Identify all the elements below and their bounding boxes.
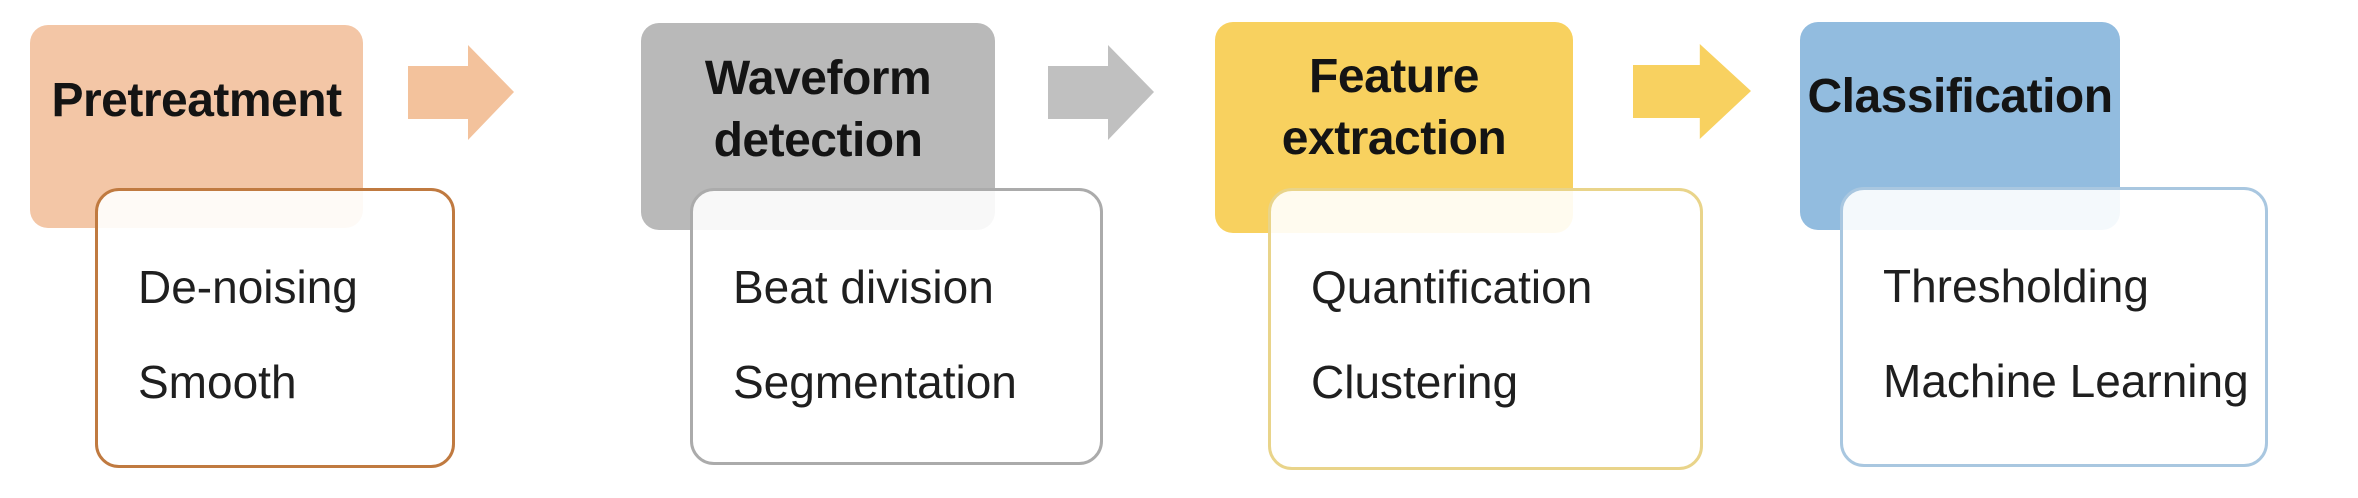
- stage-detail-item: Quantification: [1311, 261, 1593, 313]
- stage-detail-box-pretreatment: De-noising Smooth: [95, 188, 455, 468]
- stage-title: Classification: [1807, 70, 2113, 123]
- stage-detail-item: Machine Learning: [1883, 355, 2249, 407]
- stage-detail-item: Clustering: [1311, 356, 1519, 408]
- arrow-right-icon: [1633, 44, 1751, 139]
- stage-detail-item: Smooth: [138, 356, 297, 408]
- stage-title: Waveform detection: [704, 52, 932, 167]
- stage-detail-item: Segmentation: [733, 356, 1017, 408]
- stage-title: Pretreatment: [51, 74, 342, 127]
- arrow-right-icon: [408, 45, 514, 140]
- stage-detail-item: De-noising: [138, 261, 358, 313]
- stage-detail-item: Beat division: [733, 261, 994, 313]
- stage-detail-box-feature-extraction: Quantification Clustering: [1268, 188, 1703, 470]
- arrow-right-icon: [1048, 45, 1154, 140]
- stage-title: Feature extraction: [1281, 50, 1507, 165]
- stage-detail-box-classification: Thresholding Machine Learning: [1840, 187, 2268, 467]
- stage-detail-box-waveform-detection: Beat division Segmentation: [690, 188, 1103, 465]
- stage-detail-item: Thresholding: [1883, 260, 2149, 312]
